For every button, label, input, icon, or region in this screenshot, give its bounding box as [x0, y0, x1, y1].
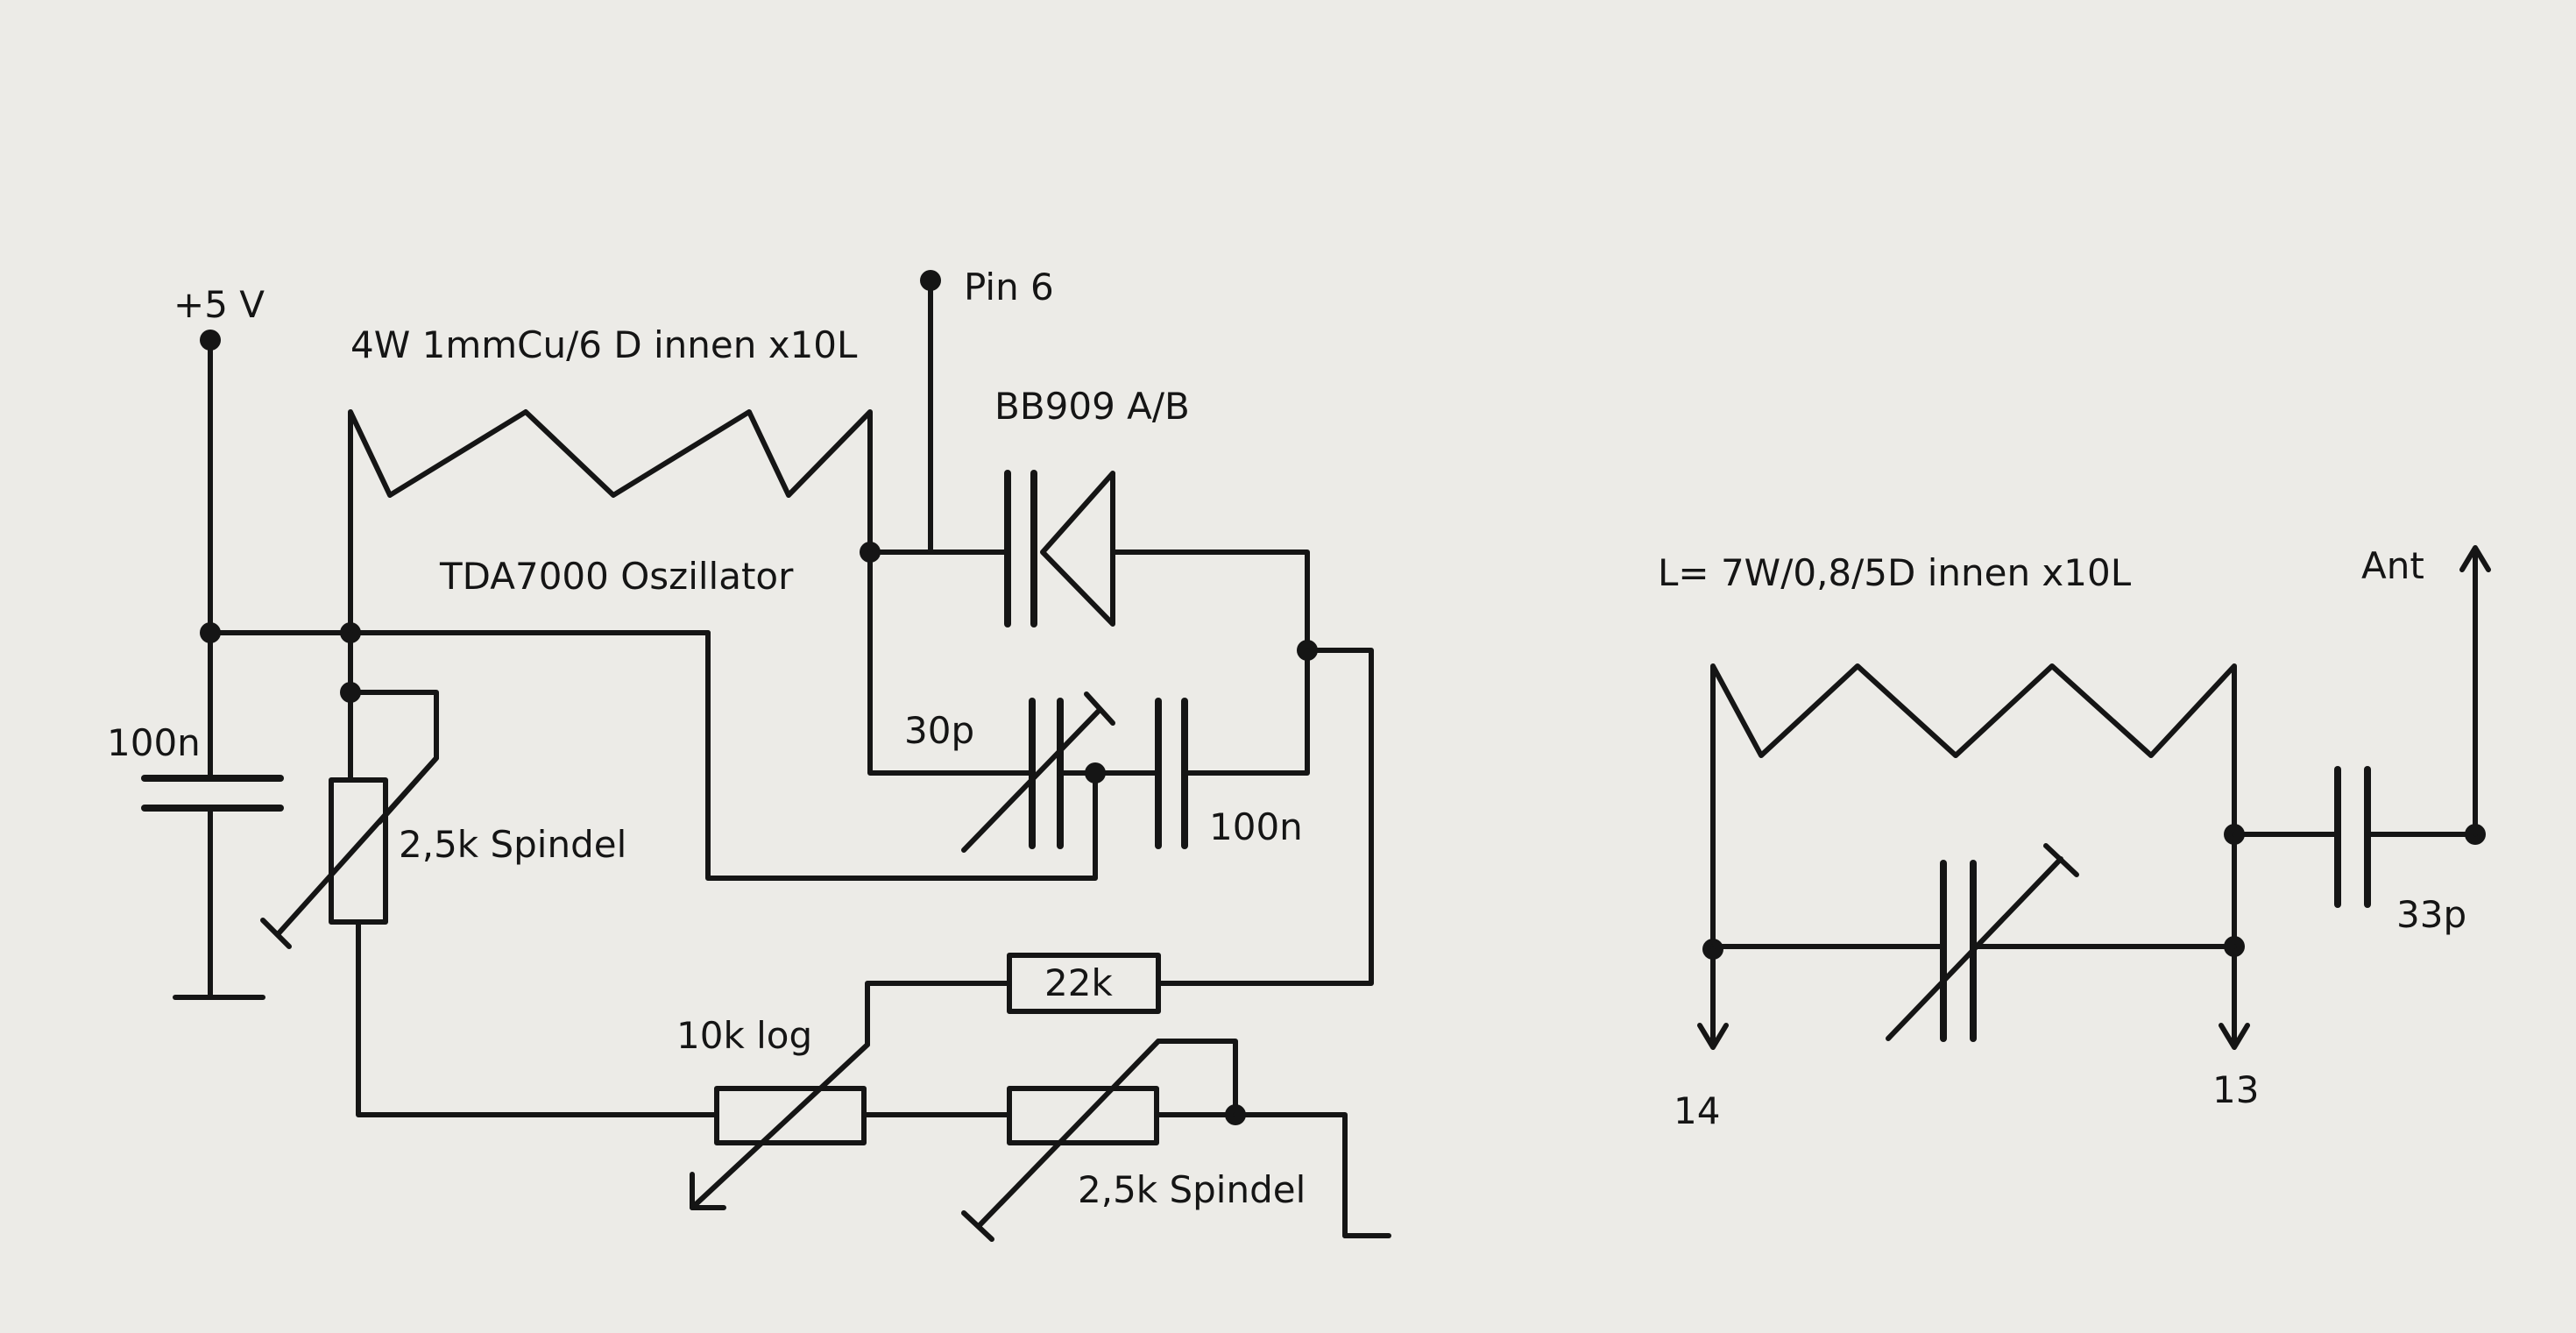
antenna-capacitor-symbol — [2334, 766, 2371, 908]
spindle-pot-1-arrow — [260, 755, 439, 949]
antenna-coil-symbol — [1710, 663, 2237, 952]
spindle-pot-1-body — [329, 777, 388, 925]
wire — [1156, 648, 1374, 986]
spindle-pot-2-arrow — [961, 1039, 1161, 1242]
pin13-arrow — [2219, 1023, 2250, 1050]
resistor-22k-label: 22k — [1044, 961, 1113, 1004]
main-coil-label: 4W 1mmCu/6 D innen x10L — [350, 323, 858, 366]
trimmer-capacitor-label: 30p — [904, 709, 974, 752]
pot-10k-log-label: 10k log — [676, 1014, 812, 1057]
pin14-arrow — [1697, 947, 1729, 1050]
spindle-pot-2-label: 2,5k Spindel — [1078, 1168, 1306, 1211]
pin14-label: 14 — [1674, 1089, 1720, 1132]
ground-wire — [1233, 1112, 1348, 1238]
varicap-diode-symbol — [1004, 470, 1310, 653]
main-coil-symbol — [348, 409, 873, 635]
spindle-pot-1-label: 2,5k Spindel — [399, 823, 626, 866]
antenna-label: Ant — [2361, 544, 2424, 587]
junction-node — [200, 622, 221, 643]
wire — [356, 919, 719, 1117]
pin6-label: Pin 6 — [964, 266, 1054, 308]
oscillator-wire — [705, 630, 1098, 881]
pin6-terminal — [920, 270, 941, 291]
wire — [865, 981, 1012, 1047]
oscillator-label: TDA7000 Oszillator — [439, 555, 794, 598]
supply-capacitor-label: 100n — [107, 721, 201, 764]
pin13-label: 13 — [2212, 1068, 2259, 1111]
junction-node — [1085, 762, 1106, 783]
antenna-coil-label: L= 7W/0,8/5D innen x10L — [1658, 551, 2132, 594]
supply-capacitor-symbol — [141, 775, 284, 1000]
pot-10k-log-arrow — [690, 1042, 870, 1210]
wire — [867, 550, 1035, 776]
varicap-label: BB909 A/B — [994, 385, 1190, 428]
supply-rail — [208, 337, 711, 781]
series-capacitor-label: 100n — [1209, 805, 1303, 848]
supply-terminal — [200, 330, 221, 351]
supply-label: +5 V — [173, 283, 265, 326]
antenna-capacitor-label: 33p — [2396, 893, 2466, 936]
series-capacitor-symbol — [1155, 648, 1310, 849]
tuning-trimmer-symbol — [1886, 843, 2079, 1042]
antenna-arrow — [2459, 545, 2491, 837]
wire — [1156, 1039, 1238, 1117]
